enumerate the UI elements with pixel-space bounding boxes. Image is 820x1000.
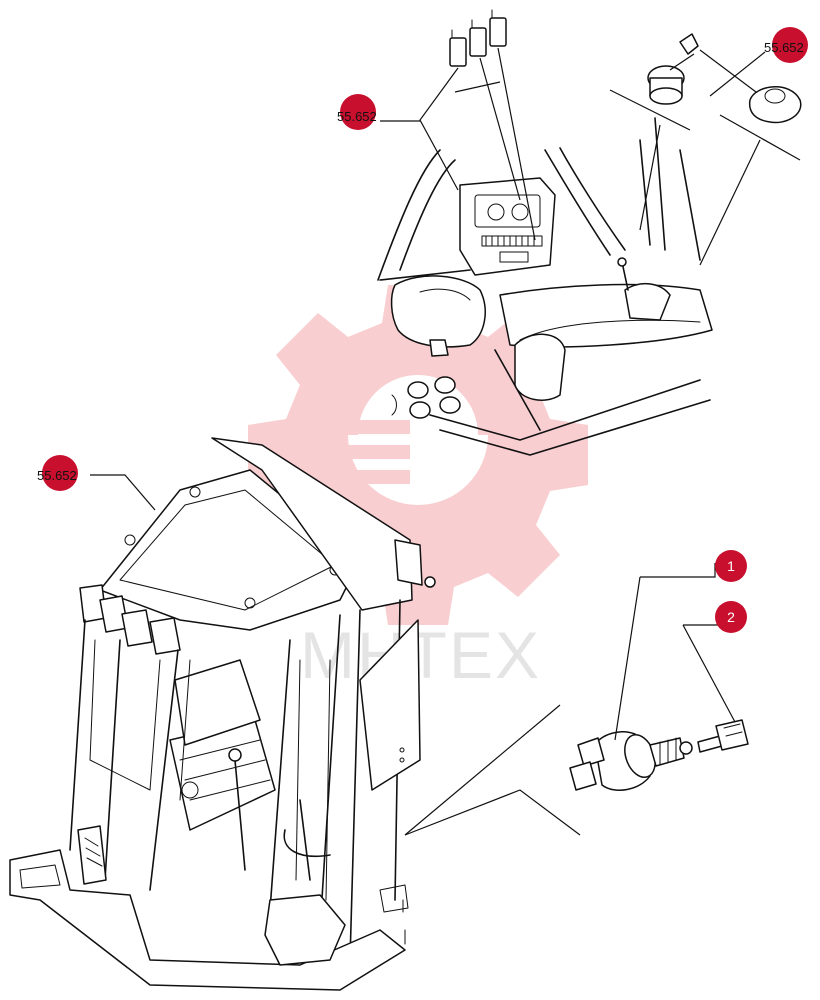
ignition-switch-drawing: [609, 33, 802, 266]
fuse-relays-drawing: [419, 9, 536, 241]
reference-tag-label: 55.652: [37, 468, 77, 483]
leader-line-1-segment: [614, 576, 641, 741]
callout-2-badge: [715, 601, 747, 633]
leader-line-2: [683, 612, 719, 626]
reference-tag-cab[interactable]: 55.652: [37, 455, 78, 491]
leader-line-2-segment: [682, 624, 736, 723]
pressure-switch-part-1: [569, 731, 693, 791]
cab-frame-drawing: [9, 437, 436, 991]
work-lamps: [79, 584, 181, 655]
explode-line-lower: [404, 789, 581, 836]
explode-line-upper: [404, 704, 561, 836]
cab-interior-dashboard-drawing: [377, 117, 713, 456]
callout-1[interactable]: 1: [715, 550, 747, 582]
callout-2[interactable]: 2: [715, 601, 747, 633]
callout-1-badge: [715, 550, 747, 582]
rubber-mounts: [407, 376, 461, 419]
reference-tag-label: 55.652: [764, 40, 804, 55]
connector-part-2: [697, 719, 749, 753]
reference-tag-dashboard[interactable]: 55.652: [337, 94, 377, 130]
reference-tag-ignition[interactable]: 55.652: [764, 27, 808, 63]
ref-leader-3: [90, 474, 156, 511]
leader-line-1: [640, 563, 716, 578]
reference-tag-label: 55.652: [337, 109, 377, 124]
callout-2-label: 2: [727, 609, 735, 625]
callout-1-label: 1: [727, 558, 735, 574]
